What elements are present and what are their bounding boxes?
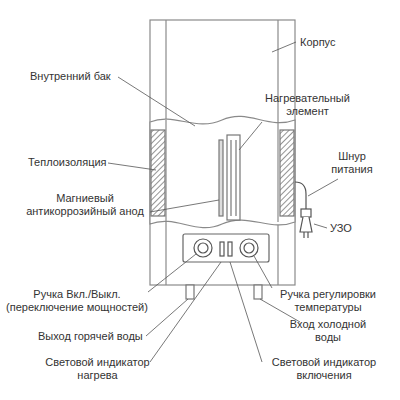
leader-line [118,77,195,126]
housing [150,20,295,285]
leader-line [272,42,296,52]
part-label: Шнур питания [318,150,386,176]
leader-line [308,179,338,196]
heating-element [227,135,240,220]
power-indicator [228,242,232,256]
heating-rod [235,140,236,216]
leader-line [239,122,262,150]
leader-line [148,254,196,292]
part-label: Корпус [300,36,335,49]
control-panel [183,234,269,262]
temp-knob-cap [244,243,254,253]
leader-line [108,163,156,170]
part-label: Нагревательный элемент [255,92,360,118]
power-knob [194,239,212,257]
anode [219,140,223,216]
tank-wall [165,120,166,222]
part-label: Ручка Вкл./Выкл. (переключение мощностей… [2,288,152,314]
part-label: Вход холодной воды [278,318,378,344]
inner-edge [277,20,278,120]
leader-line [314,224,327,228]
part-label: УЗО [330,222,352,235]
leader-line [254,256,272,288]
part-label: Световой индикатор нагрева [45,356,150,382]
cold-pipe [254,285,262,299]
part-label: Выход горячей воды [38,330,143,343]
insulation-right [280,130,294,216]
leader-line [150,200,219,212]
part-label: Ручка регулировки температуры [262,288,394,314]
inner-edge [165,20,166,120]
plug-pin [303,232,304,238]
insulation-left [151,130,165,216]
part-label: Световой индикатор включения [265,356,383,382]
part-label: Магниевый антикоррозийный анод [20,192,150,218]
part-label: Теплоизоляция [28,156,107,169]
plug-pin [307,232,308,238]
leader-line [150,262,221,362]
inner-edge [277,222,278,285]
part-label: Внутренний бак [30,70,111,83]
heat-indicator [220,242,224,256]
inner-edge [165,222,166,285]
power-knob-cap [198,243,208,253]
temp-knob [240,239,258,257]
tank-wall [277,120,278,222]
heating-rod [230,140,231,216]
cutaway-tank [150,116,295,227]
rcd-body [301,209,311,217]
rcd-plug [300,217,312,232]
hot-pipe [186,285,194,299]
power-cord [295,182,306,209]
leader-line [230,262,262,362]
